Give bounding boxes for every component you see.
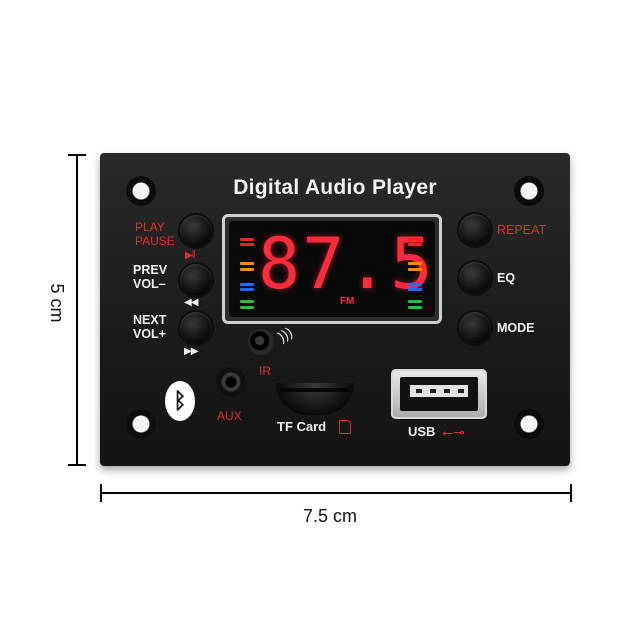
height-dimension-label: 5 cm	[47, 283, 67, 323]
usb-pin	[444, 389, 450, 393]
eq-bar-right-green	[408, 306, 422, 309]
repeat-label: REPEAT	[497, 223, 547, 237]
eq-bar-left-orange	[240, 262, 254, 265]
sd-card-icon	[339, 420, 351, 434]
next-vol-up-label: NEXT VOL+	[133, 313, 167, 341]
eq-bar-right-orange	[408, 268, 422, 271]
prev-vol-down-button[interactable]	[180, 264, 212, 296]
mounting-hole	[514, 176, 544, 206]
usb-pin	[430, 389, 436, 393]
eq-bar-right-green	[408, 300, 422, 303]
eq-bar-right-orange	[408, 262, 422, 265]
height-dimension-cap-top	[68, 154, 86, 156]
eq-bar-right-blue	[408, 283, 422, 286]
ir-receiver	[248, 329, 274, 355]
next-vol-up-button[interactable]	[180, 312, 212, 344]
mounting-hole	[514, 409, 544, 439]
ir-label: IR	[259, 364, 271, 378]
width-dimension-line	[101, 492, 571, 494]
eq-bar-left-green	[240, 300, 254, 303]
eq-button[interactable]	[459, 262, 491, 294]
mounting-hole	[126, 409, 156, 439]
eq-bar-left-red	[240, 238, 254, 241]
eq-label: EQ	[497, 271, 516, 285]
usb-label: USB	[408, 424, 436, 439]
height-dimension-line	[76, 155, 78, 465]
tf-card-slit	[280, 388, 350, 392]
board-title: Digital Audio Player	[233, 176, 437, 199]
eq-bar-right-red	[408, 238, 422, 241]
eq-bar-left-red	[240, 243, 254, 246]
previous-track-icon: ◀◀	[184, 297, 198, 308]
width-dimension-cap-right	[570, 484, 572, 502]
usb-pin	[458, 389, 464, 393]
tf-card-label: TF Card	[277, 419, 327, 434]
height-dimension-cap-bottom	[68, 464, 86, 466]
width-dimension-label: 7.5 cm	[302, 506, 358, 526]
eq-bar-right-blue	[408, 288, 422, 291]
eq-bar-left-blue	[240, 288, 254, 291]
fm-indicator: FM	[340, 296, 355, 307]
eq-bar-left-blue	[240, 283, 254, 286]
prev-vol-down-label: PREV VOL–	[133, 263, 168, 291]
repeat-button[interactable]	[459, 214, 491, 246]
usb-icon: ⭠⊸	[442, 424, 465, 440]
eq-bar-left-orange	[240, 268, 254, 271]
mode-label: MODE	[497, 321, 535, 335]
frequency-readout: 87.5	[258, 223, 435, 305]
usb-tongue	[410, 385, 468, 397]
eq-bar-left-green	[240, 306, 254, 309]
play-pause-label: PLAY PAUSE	[135, 220, 175, 248]
bluetooth-icon: ᛒ	[165, 381, 195, 421]
eq-bar-right-red	[408, 243, 422, 246]
aux-jack[interactable]	[216, 367, 246, 397]
play-pause-button[interactable]	[180, 215, 212, 247]
aux-label: AUX	[217, 409, 242, 423]
usb-pin	[416, 389, 422, 393]
led-display-screen	[229, 221, 435, 317]
play-pause-icon: ▶‖	[185, 250, 196, 261]
mounting-hole	[126, 176, 156, 206]
width-dimension-cap-left	[100, 484, 102, 502]
next-track-icon: ▶▶	[184, 346, 198, 357]
mode-button[interactable]	[459, 312, 491, 344]
